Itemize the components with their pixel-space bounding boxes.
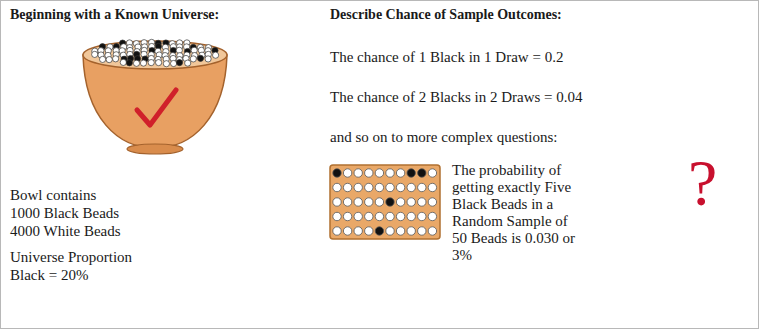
black-bead [418, 169, 426, 177]
white-bead [333, 227, 341, 235]
white-bead [418, 183, 426, 191]
black-bead [176, 60, 182, 66]
white-bead [354, 183, 362, 191]
white-bead [396, 212, 404, 220]
white-bead [386, 183, 394, 191]
white-bead [365, 227, 373, 235]
section-heading: Describe Chance of Sample Outcomes: [330, 6, 562, 24]
black-bead [375, 227, 383, 235]
white-bead [365, 169, 373, 177]
white-bead [375, 212, 383, 220]
white-bead [343, 183, 351, 191]
white-bead [407, 212, 415, 220]
white-bead [190, 56, 196, 62]
white-bead [428, 212, 436, 220]
white-bead [365, 198, 373, 206]
white-bead [418, 212, 426, 220]
probability-note: The probability of getting exactly Five … [452, 162, 577, 264]
white-bead [354, 198, 362, 206]
white-bead [343, 212, 351, 220]
black-bead [333, 169, 341, 177]
white-bead [375, 183, 383, 191]
white-bead [396, 198, 404, 206]
white-bead [343, 198, 351, 206]
white-bead [100, 56, 106, 62]
chance-statement: The chance of 1 Black in 1 Draw = 0.2 [330, 48, 563, 66]
white-bead [396, 169, 404, 177]
white-bead [113, 56, 119, 62]
white-bead [156, 60, 162, 66]
white-bead [92, 51, 98, 57]
white-bead [428, 169, 436, 177]
bowl-rim [83, 41, 227, 69]
tray-beads [333, 169, 437, 235]
white-bead [428, 198, 436, 206]
white-bead [386, 169, 394, 177]
white-bead [333, 212, 341, 220]
white-bead [185, 60, 191, 66]
white-bead [375, 198, 383, 206]
white-bead [396, 183, 404, 191]
section-heading: Beginning with a Known Universe: [10, 6, 219, 24]
white-bead [140, 60, 146, 66]
white-bead [386, 227, 394, 235]
black-bead [407, 169, 415, 177]
white-bead [354, 169, 362, 177]
white-bead [418, 198, 426, 206]
white-bead [407, 227, 415, 235]
white-bead [354, 227, 362, 235]
white-bead [354, 212, 362, 220]
white-bead [333, 183, 341, 191]
tray [330, 165, 440, 239]
black-bead [386, 198, 394, 206]
white-bead [343, 227, 351, 235]
white-bead [213, 52, 219, 58]
white-bead [365, 183, 373, 191]
bowl-contents: Bowl contains 1000 Black Beads 4000 Whit… [10, 186, 124, 240]
check-mark [137, 90, 176, 125]
black-bead [197, 55, 203, 61]
bowl-beads [92, 39, 219, 67]
white-bead [343, 169, 351, 177]
white-bead [171, 60, 177, 66]
white-bead [148, 60, 154, 66]
bowl-foot [127, 144, 183, 154]
black-bead [126, 60, 132, 66]
white-bead [396, 227, 404, 235]
bowl [83, 39, 227, 154]
chance-statement: and so on to more complex questions: [330, 128, 557, 146]
bead-tray [330, 165, 440, 239]
question-mark: ? [688, 148, 717, 218]
white-bead [120, 59, 126, 65]
white-bead [333, 198, 341, 206]
white-bead [163, 61, 169, 67]
white-bead [106, 57, 112, 63]
white-bead [407, 198, 415, 206]
white-bead [407, 183, 415, 191]
chance-statement: The chance of 2 Blacks in 2 Draws = 0.04 [330, 88, 583, 106]
white-bead [428, 183, 436, 191]
white-bead [133, 60, 139, 66]
white-bead [375, 169, 383, 177]
white-bead [418, 227, 426, 235]
white-bead [205, 56, 211, 62]
white-bead [365, 212, 373, 220]
white-bead [428, 227, 436, 235]
universe-proportion: Universe Proportion Black = 20% [10, 248, 160, 284]
white-bead [386, 212, 394, 220]
